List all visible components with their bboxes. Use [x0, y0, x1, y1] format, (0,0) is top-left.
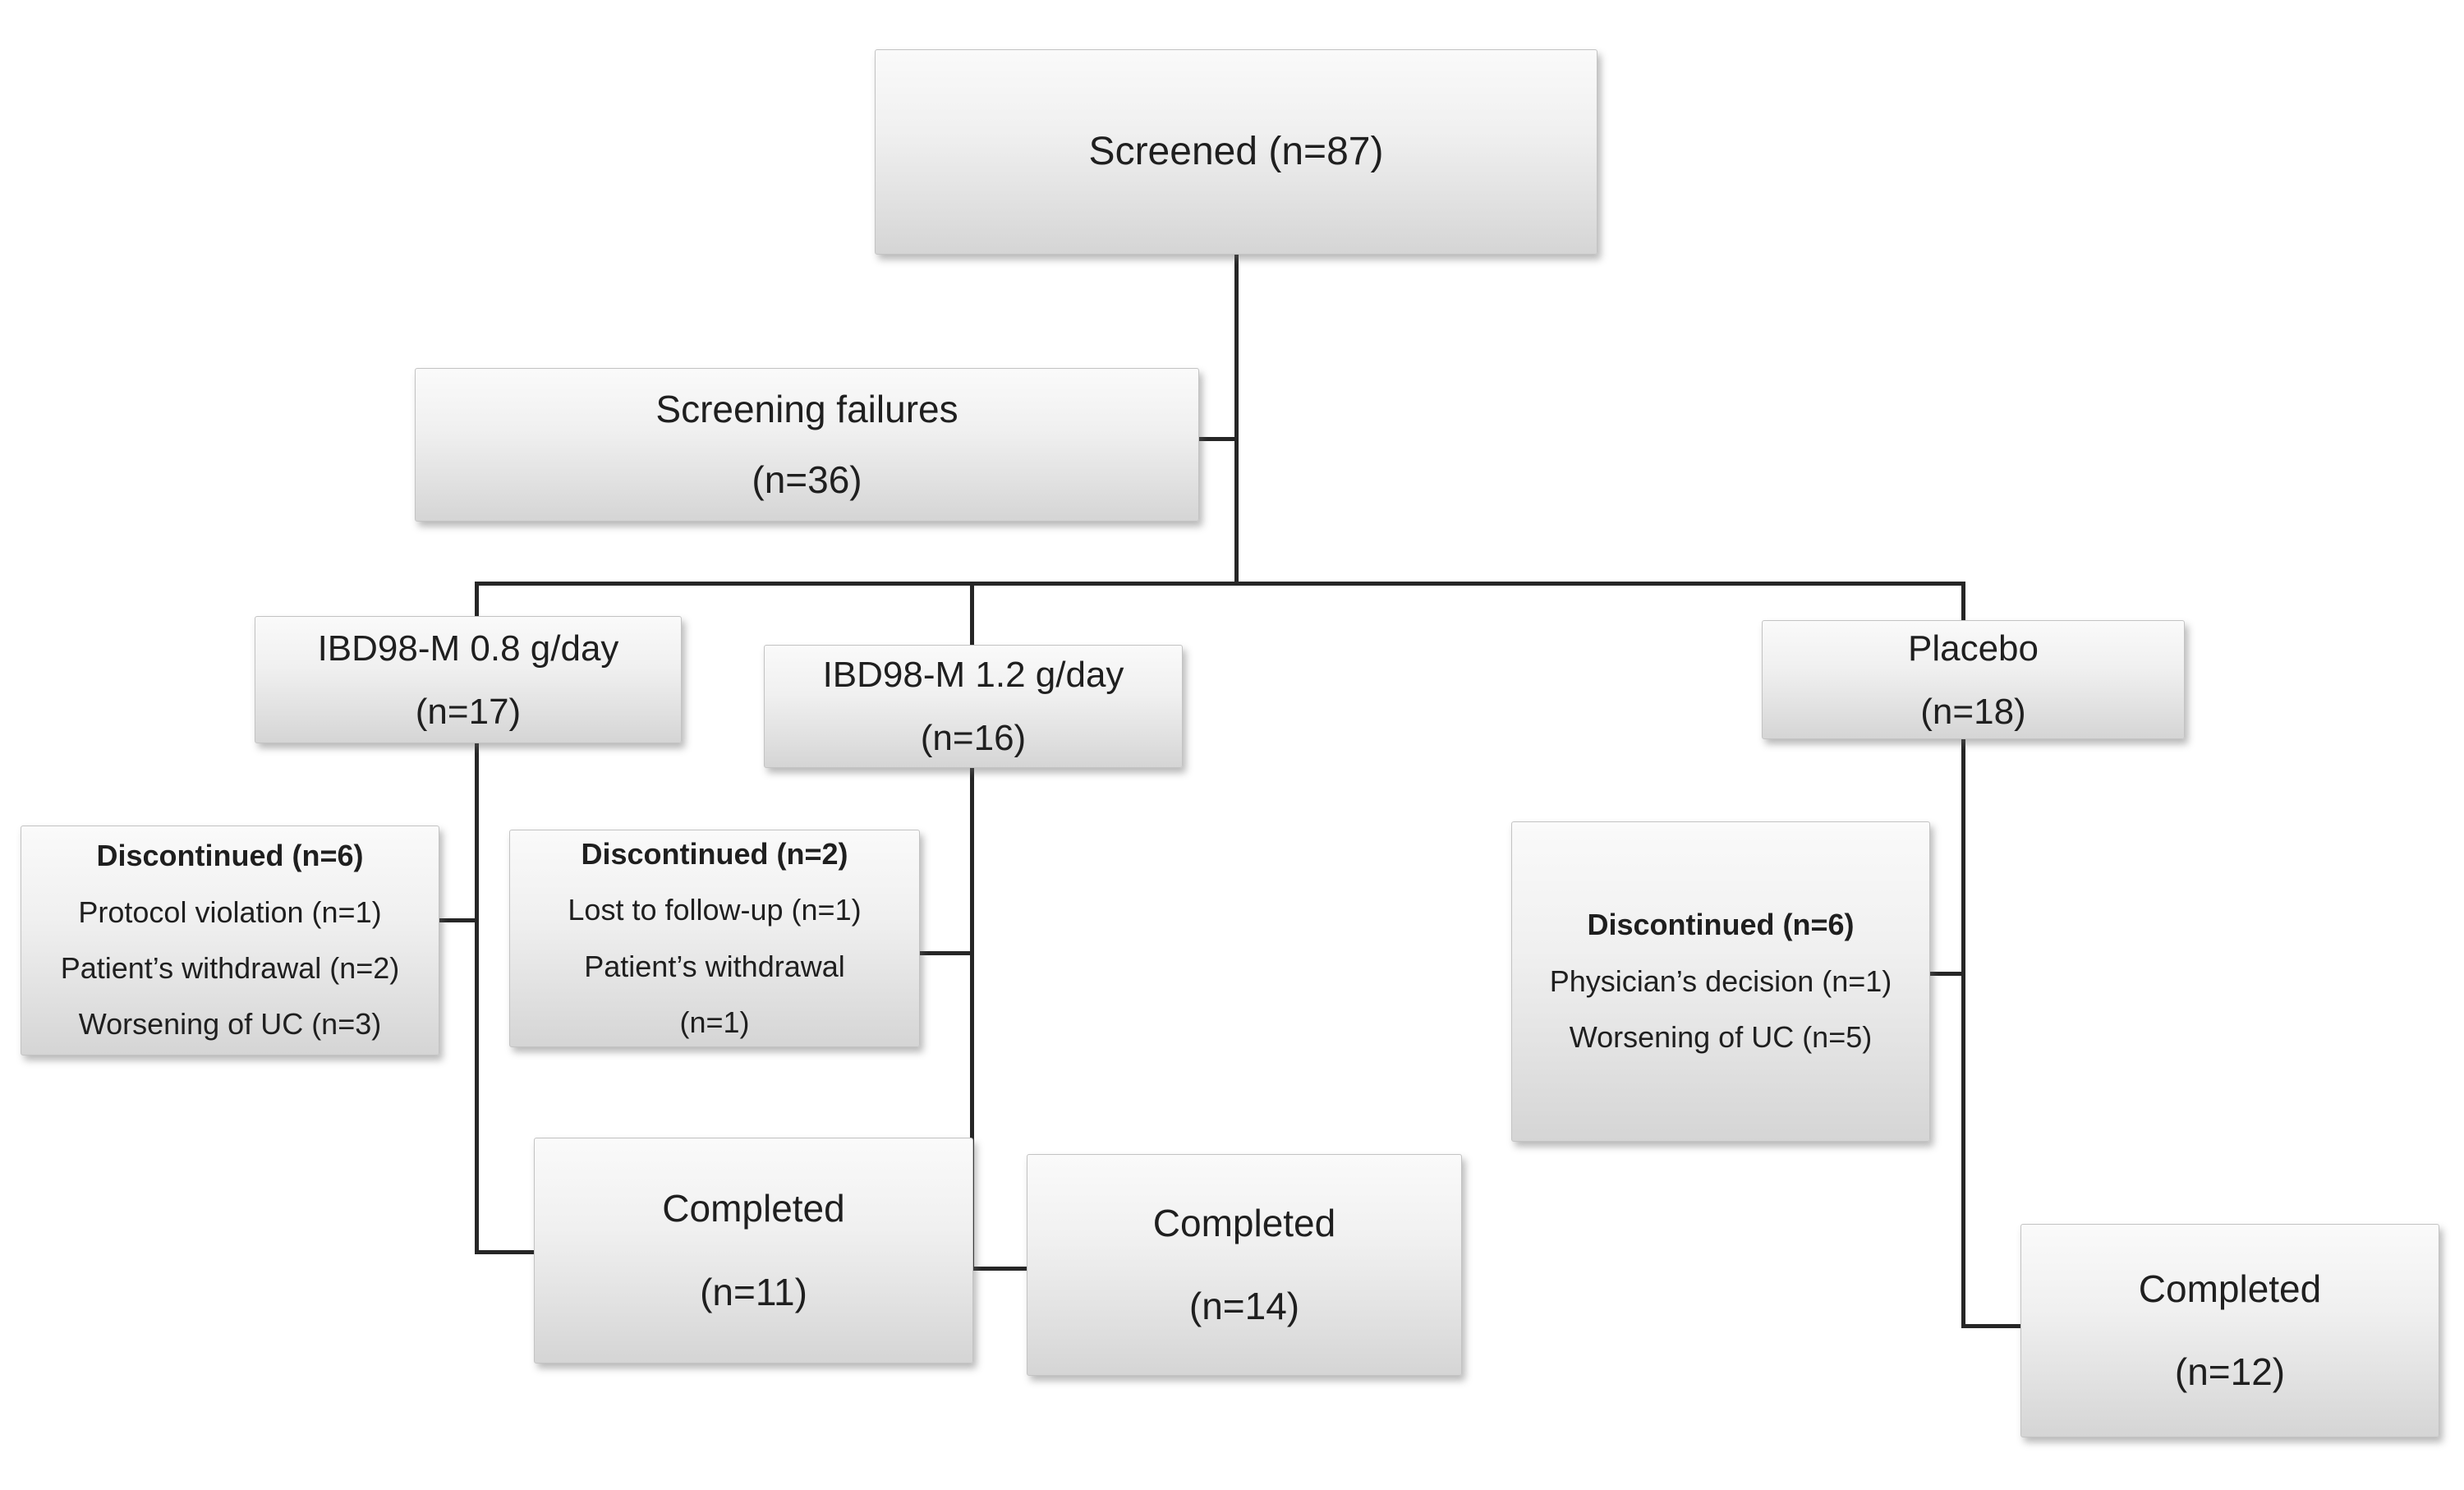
node-completed-low-dose: Completed (n=11): [534, 1138, 973, 1364]
completed-count: (n=12): [2174, 1350, 2286, 1393]
completed-label: Completed: [2138, 1267, 2322, 1310]
completed-label: Completed: [662, 1187, 845, 1230]
connector-branch-horizontal: [475, 582, 1965, 586]
connector-screening-failures: [1198, 437, 1239, 441]
connector-to-completed-low-dose: [475, 1250, 538, 1254]
node-discontinued-low-dose: Discontinued (n=6) Protocol violation (n…: [21, 825, 439, 1055]
connector-arm-placebo-vertical: [1961, 739, 1965, 1328]
arm-high-dose-label: IBD98-M 1.2 g/day: [822, 655, 1124, 695]
connector-drop-arm-low-dose: [475, 582, 479, 620]
node-arm-placebo: Placebo (n=18): [1762, 620, 2185, 739]
discontinued-reason: Lost to follow-up (n=1): [568, 893, 862, 927]
connector-discontinued-placebo: [1930, 972, 1965, 976]
connector-drop-arm-high-dose: [970, 582, 974, 649]
arm-low-dose-label: IBD98-M 0.8 g/day: [317, 628, 619, 669]
connector-to-completed-high-dose: [970, 1267, 1031, 1271]
discontinued-reason: (n=1): [679, 1005, 750, 1039]
connector-discontinued-high-dose: [920, 951, 974, 955]
discontinued-reason: Worsening of UC (n=5): [1569, 1020, 1873, 1055]
node-arm-ibd98m-0-8: IBD98-M 0.8 g/day (n=17): [255, 616, 682, 743]
screening-failures-count: (n=36): [752, 458, 862, 501]
arm-high-dose-count: (n=16): [920, 718, 1027, 758]
screened-label: Screened (n=87): [1088, 129, 1384, 173]
completed-count: (n=11): [700, 1270, 807, 1313]
discontinued-header: Discontinued (n=6): [1587, 908, 1855, 942]
connector-screened-to-branch: [1234, 255, 1239, 586]
discontinued-reason: Protocol violation (n=1): [78, 894, 382, 929]
discontinued-header: Discontinued (n=2): [581, 836, 848, 871]
completed-label: Completed: [1152, 1201, 1336, 1244]
discontinued-header: Discontinued (n=6): [96, 839, 364, 873]
connector-to-completed-placebo: [1961, 1324, 2025, 1328]
discontinued-reason: Worsening of UC (n=3): [78, 1007, 382, 1042]
screening-failures-label: Screening failures: [655, 388, 958, 431]
node-screening-failures: Screening failures (n=36): [415, 368, 1199, 522]
connector-drop-arm-placebo: [1961, 582, 1965, 624]
discontinued-reason: Patient’s withdrawal: [584, 949, 845, 983]
connector-discontinued-low-dose: [439, 918, 479, 922]
node-arm-ibd98m-1-2: IBD98-M 1.2 g/day (n=16): [764, 645, 1183, 768]
node-discontinued-placebo: Discontinued (n=6) Physician’s decision …: [1511, 821, 1930, 1142]
arm-placebo-label: Placebo: [1907, 628, 2039, 669]
discontinued-reason: Physician’s decision (n=1): [1549, 963, 1892, 998]
completed-count: (n=14): [1188, 1285, 1300, 1327]
arm-placebo-count: (n=18): [1920, 691, 2026, 732]
connector-arm-high-dose-vertical: [970, 768, 974, 1271]
node-discontinued-high-dose: Discontinued (n=2) Lost to follow-up (n=…: [509, 830, 920, 1047]
discontinued-reason: Patient’s withdrawal (n=2): [60, 951, 400, 985]
node-screened: Screened (n=87): [875, 49, 1597, 255]
connector-arm-low-dose-vertical: [475, 743, 479, 1254]
node-completed-high-dose: Completed (n=14): [1027, 1154, 1462, 1376]
arm-low-dose-count: (n=17): [415, 691, 522, 732]
node-completed-placebo: Completed (n=12): [2020, 1224, 2439, 1437]
